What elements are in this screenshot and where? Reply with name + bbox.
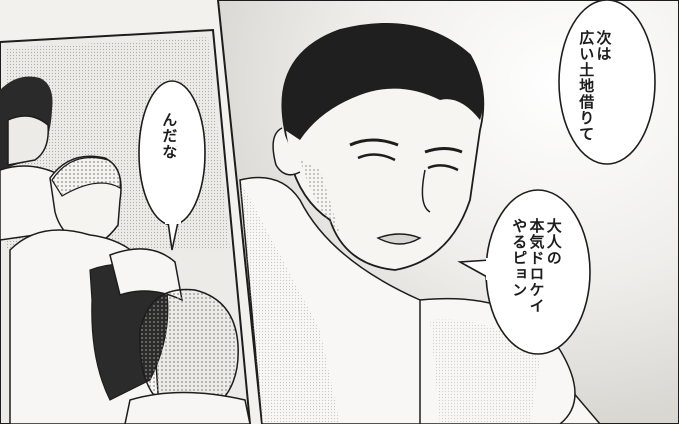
left-speech-bubble-text: んだな — [160, 112, 179, 160]
right-panel — [216, 0, 679, 424]
right-bottom-speech-bubble-text: 大人の 本気ドロケイ やるピョン — [510, 218, 563, 314]
bubble-line: んだな — [160, 112, 179, 160]
left-panel — [0, 28, 252, 424]
bubble-line: 広い土地借りて — [577, 30, 596, 142]
bubble-line: 次は — [594, 30, 613, 62]
right-top-speech-bubble-text: 次は 広い土地借りて — [577, 30, 612, 142]
bubble-line: 本気ドロケイ — [527, 218, 546, 314]
bubble-line: 大人の — [544, 218, 563, 266]
bubble-line: やるピョン — [510, 218, 529, 298]
